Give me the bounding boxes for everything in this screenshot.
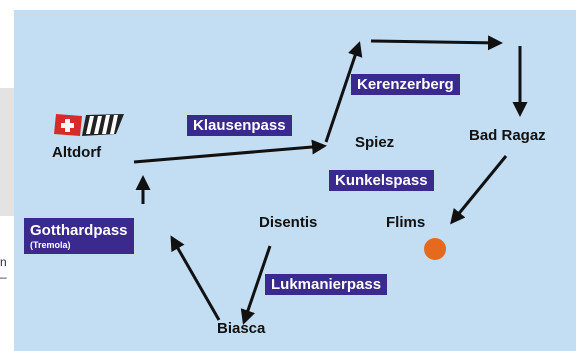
place-bad-ragaz: Bad Ragaz	[469, 127, 546, 144]
pass-label-gotthardpass: Gotthardpass (Tremola)	[24, 218, 134, 254]
place-disentis: Disentis	[259, 214, 318, 231]
pass-label-kerenzerberg: Kerenzerberg	[351, 74, 460, 95]
place-flims: Flims	[386, 214, 426, 231]
arrow-altdorf-to-klausen	[133, 139, 327, 164]
arrow-top-to-right	[370, 35, 503, 51]
pass-label-gotthardpass-title: Gotthardpass	[30, 222, 128, 239]
swiss-and-checkered-flags-icon	[54, 114, 124, 136]
route-arrows	[133, 35, 528, 325]
arrow-disentis-to-biasca	[240, 245, 272, 325]
pass-label-kunkelspass: Kunkelspass	[329, 170, 434, 191]
pass-label-gotthardpass-subtitle: (Tremola)	[30, 240, 71, 250]
arrow-bad-ragaz-to-flims	[450, 155, 508, 225]
arrow-klausen-to-top	[324, 41, 363, 143]
route-map: Altdorf Spiez Bad Ragaz Flims Disentis B…	[14, 10, 576, 351]
arrow-biasca-to-gotthard	[170, 235, 221, 321]
place-spiez: Spiez	[355, 134, 395, 151]
orange-location-dot	[424, 238, 446, 260]
side-panel-text: n –	[0, 255, 7, 284]
pass-label-lukmanierpass: Lukmanierpass	[265, 274, 388, 295]
side-panel	[0, 88, 14, 216]
pass-label-klausenpass: Klausenpass	[187, 115, 292, 136]
place-biasca: Biasca	[217, 320, 266, 337]
place-altdorf: Altdorf	[52, 144, 102, 161]
